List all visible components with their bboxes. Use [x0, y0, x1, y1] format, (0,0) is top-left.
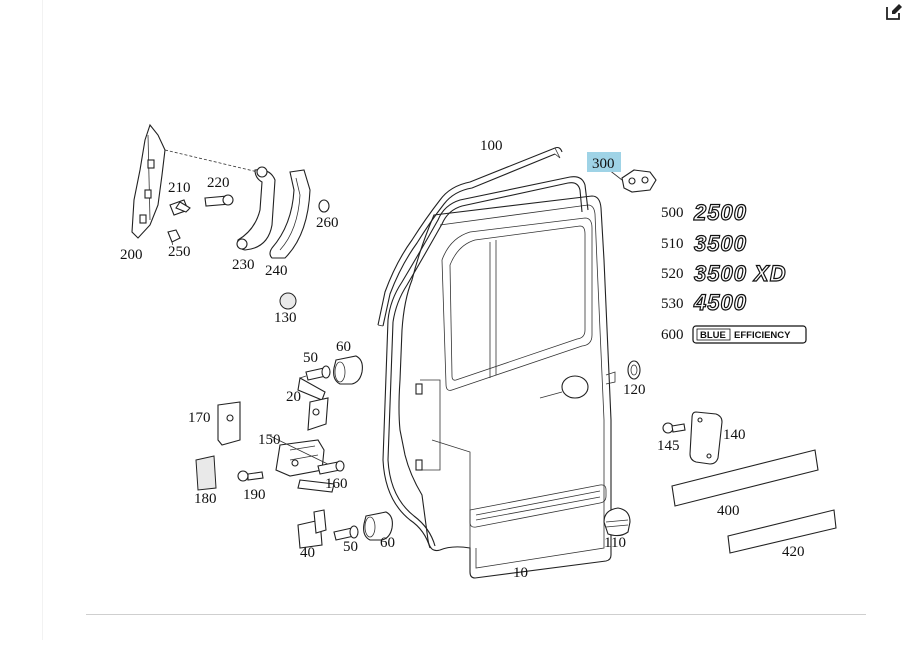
- callout-420[interactable]: 420: [782, 544, 805, 560]
- clip-250: [167, 229, 181, 251]
- callout-240[interactable]: 240: [265, 263, 288, 279]
- bushing-upper: [333, 355, 363, 385]
- callout-50-lower[interactable]: 50: [343, 539, 358, 555]
- callout-10[interactable]: 10: [513, 565, 528, 581]
- callout-200[interactable]: 200: [120, 247, 143, 263]
- callout-150[interactable]: 150: [258, 432, 281, 448]
- door-seal: [382, 176, 589, 549]
- bottom-divider: [86, 614, 866, 615]
- callout-60-lower[interactable]: 60: [380, 535, 395, 551]
- callout-250[interactable]: 250: [168, 244, 191, 260]
- callout-500[interactable]: 500: [661, 205, 684, 221]
- door-panel: [398, 195, 616, 579]
- callout-600[interactable]: 600: [661, 327, 684, 343]
- trim-strip-420: [727, 509, 837, 554]
- svg-text:2500: 2500: [693, 200, 747, 225]
- hinge-40: [297, 509, 327, 549]
- edit-button[interactable]: [884, 2, 904, 22]
- handle-cover-240: [269, 169, 311, 259]
- hinge-20: [297, 377, 329, 431]
- callout-160[interactable]: 160: [325, 476, 348, 492]
- hinge-pin-lower: [333, 525, 359, 541]
- cover-plate-140: [689, 411, 723, 465]
- callout-130[interactable]: 130: [274, 310, 297, 326]
- callout-210[interactable]: 210: [168, 180, 191, 196]
- grab-handle-230: [236, 166, 276, 251]
- svg-text:3500: 3500: [694, 231, 747, 256]
- callout-180[interactable]: 180: [194, 491, 217, 507]
- callout-145[interactable]: 145: [657, 438, 680, 454]
- callout-300[interactable]: 300: [592, 156, 615, 172]
- screw-145: [662, 422, 686, 434]
- trim-strip-400: [671, 449, 819, 507]
- badge-blue-efficiency: BLUE EFFICIENCY: [692, 325, 807, 344]
- cap-260: [318, 199, 330, 213]
- fastener-210: [169, 199, 191, 216]
- callout-230[interactable]: 230: [232, 257, 255, 273]
- callout-110[interactable]: 110: [604, 535, 626, 551]
- callout-190[interactable]: 190: [243, 487, 266, 503]
- callout-300-highlight: [587, 152, 621, 172]
- callout-140[interactable]: 140: [723, 427, 746, 443]
- cover-180: [195, 455, 217, 491]
- callout-530[interactable]: 530: [661, 296, 684, 312]
- grommet-120: [627, 360, 641, 380]
- bushing-lower: [363, 511, 393, 541]
- plug-130: [279, 292, 297, 310]
- callout-520[interactable]: 520: [661, 266, 684, 282]
- badge-3500: 3500: [693, 230, 747, 256]
- hinge-pin-upper: [299, 365, 331, 381]
- callout-40[interactable]: 40: [300, 545, 315, 561]
- door-lock-part: [603, 165, 657, 193]
- callout-260[interactable]: 260: [316, 215, 339, 231]
- left-margin-line: [42, 0, 43, 640]
- callout-510[interactable]: 510: [661, 236, 684, 252]
- badge-2500: 2500: [692, 199, 747, 225]
- callout-50-upper[interactable]: 50: [303, 350, 318, 366]
- badge-3500xd: 3500 XD: [693, 260, 787, 286]
- bolt-160: [317, 460, 345, 475]
- callout-170[interactable]: 170: [188, 410, 211, 426]
- svg-text:3500 XD: 3500 XD: [694, 261, 787, 286]
- callout-20[interactable]: 20: [286, 389, 301, 405]
- window-channel: [377, 146, 563, 327]
- b-pillar-trim: [131, 123, 259, 239]
- edit-icon: [886, 4, 902, 20]
- fastener-220: [204, 194, 234, 207]
- badge-4500: 4500: [692, 289, 747, 315]
- callout-400[interactable]: 400: [717, 503, 740, 519]
- callout-100[interactable]: 100: [480, 138, 503, 154]
- bumper-110: [603, 507, 631, 537]
- svg-text:BLUE: BLUE: [700, 330, 726, 341]
- callout-220[interactable]: 220: [207, 175, 230, 191]
- screw-190: [237, 470, 264, 482]
- callout-60-upper[interactable]: 60: [336, 339, 351, 355]
- svg-text:4500: 4500: [693, 290, 747, 315]
- bracket-170: [217, 401, 241, 446]
- svg-text:EFFICIENCY: EFFICIENCY: [734, 330, 791, 341]
- callout-120[interactable]: 120: [623, 382, 646, 398]
